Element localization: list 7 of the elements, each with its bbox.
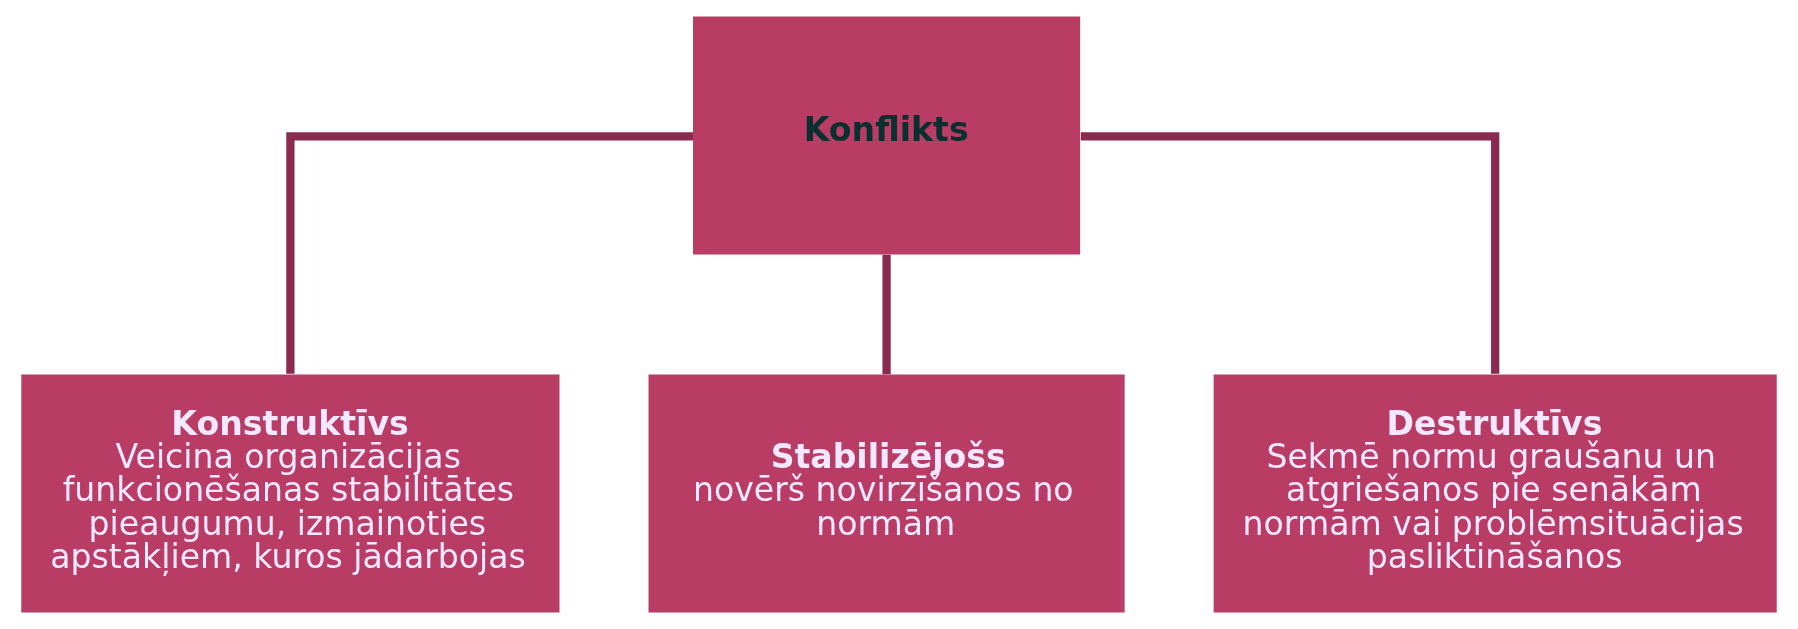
node-box: Konflikts <box>693 16 1081 255</box>
connector <box>286 132 693 374</box>
node-box: Destruktīvs Sekmē normu graušanu un atgriešanos pie senākām normām vai problēmsituācijas pasliktināšanos <box>1213 374 1777 613</box>
node-box: Konstruktīvs Veicina organizācijas funkcionēšanas stabilitātes pieaugumu, izmainoties apstākļiem, kuros jādarbojas <box>21 374 560 613</box>
node-box: Stabilizējošs novērš novirzīšanos no normām <box>648 374 1125 613</box>
connector <box>882 254 891 375</box>
connector <box>1080 132 1500 374</box>
